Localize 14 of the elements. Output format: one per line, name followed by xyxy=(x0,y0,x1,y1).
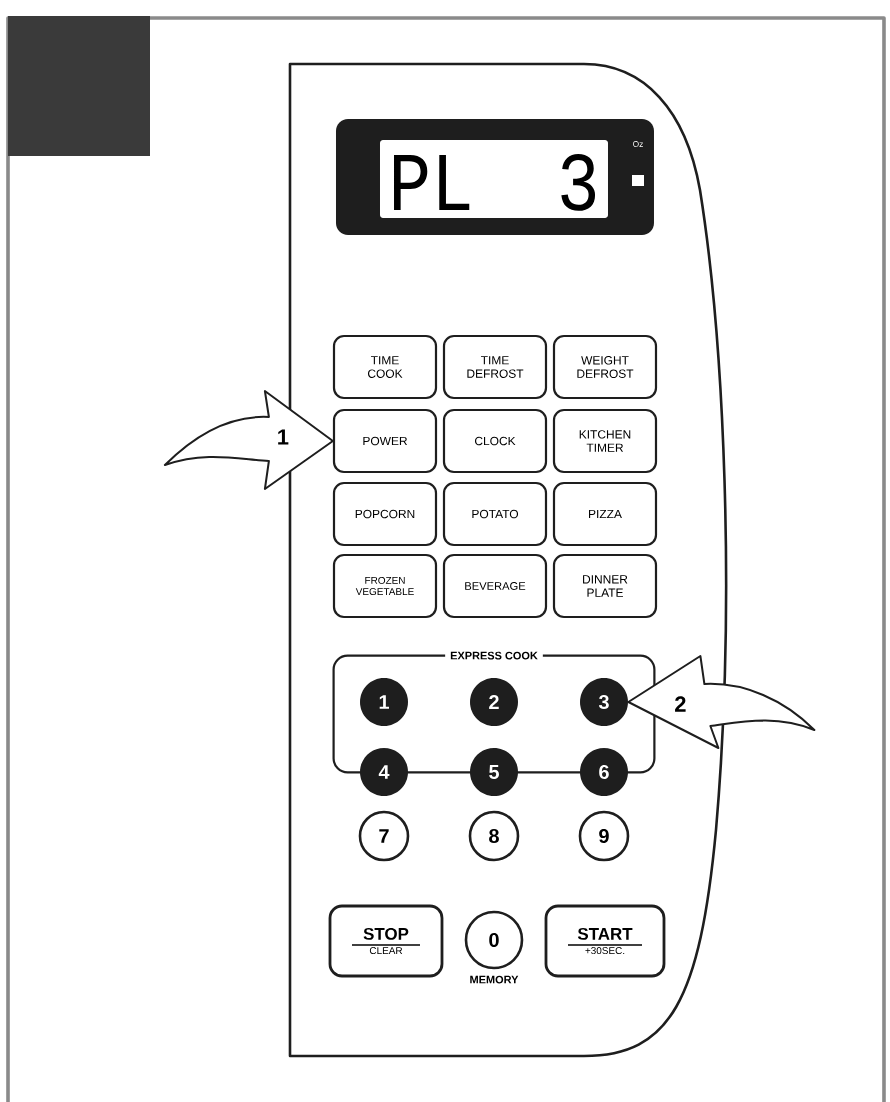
number-key: 9 xyxy=(578,810,630,862)
callout-number: 2 xyxy=(673,695,688,713)
number-key: 2 xyxy=(470,678,518,726)
callout-arrow xyxy=(163,390,334,490)
control-panel xyxy=(288,62,728,1058)
number-key: 3 xyxy=(580,678,628,726)
number-key: 8 xyxy=(468,810,520,862)
number-key: 5 xyxy=(470,748,518,796)
callout-arrow xyxy=(627,655,816,749)
number-key: 6 xyxy=(580,748,628,796)
number-key: 4 xyxy=(360,748,408,796)
number-key: 7 xyxy=(358,810,410,862)
number-key: 1 xyxy=(360,678,408,726)
number-key: 0 xyxy=(464,910,524,970)
